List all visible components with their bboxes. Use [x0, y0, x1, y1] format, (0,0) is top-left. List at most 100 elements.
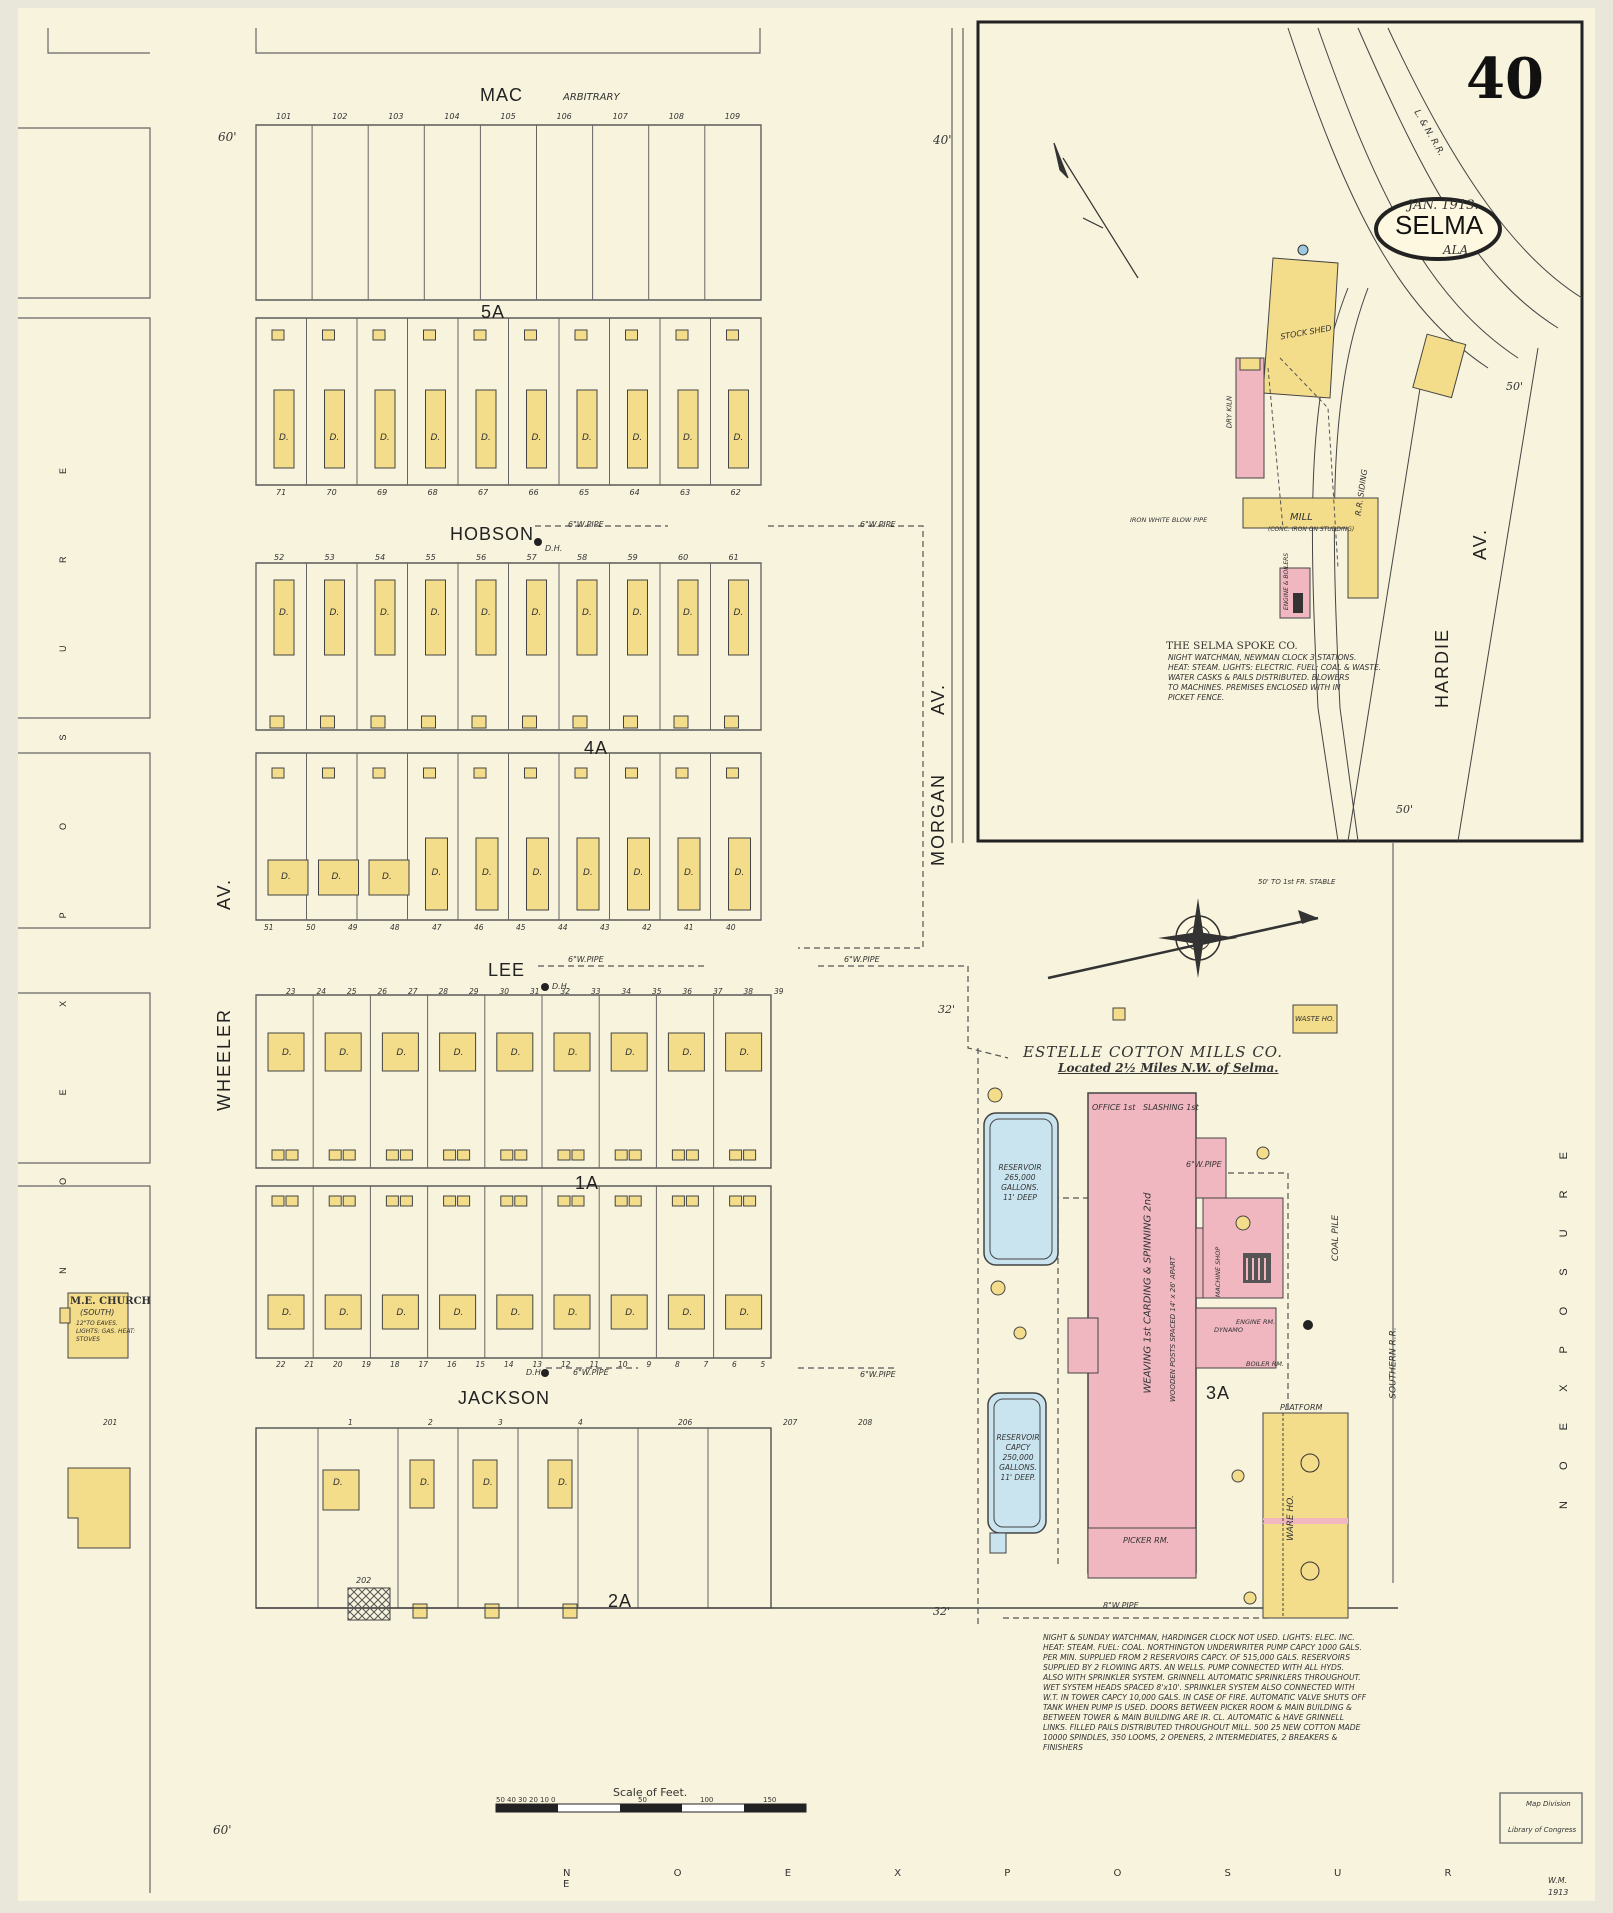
lot-number: 3 — [498, 1418, 503, 1427]
lot-number: 63 — [680, 488, 691, 497]
outbuilding — [484, 1603, 500, 1619]
corner-mark-1: W.M. — [1548, 1876, 1568, 1885]
dwelling — [374, 579, 396, 656]
pipe-hobson-right: 6"W.PIPE — [860, 520, 896, 529]
lot-number: 29 — [469, 987, 479, 996]
lot-number: 24 — [316, 987, 327, 996]
lot-number: 54 — [375, 553, 386, 562]
lot-number: 16 — [447, 1360, 457, 1369]
engine-label: ENGINE & BOILERS — [1283, 552, 1291, 611]
dwelling-label: D. — [632, 608, 643, 618]
outbuilding — [726, 329, 739, 341]
dwelling — [439, 1032, 477, 1072]
dwelling-label: D. — [683, 433, 693, 443]
dwelling — [409, 1459, 435, 1509]
outbuilding — [524, 329, 537, 341]
lot-number: 12 — [561, 1360, 571, 1369]
outbuilding — [423, 329, 436, 341]
outbuilding — [628, 1195, 642, 1207]
estelle-note-line: FINISHERS — [1043, 1743, 1083, 1752]
estelle-note-line: SUPPLIED BY 2 FLOWING ARTS. AN WELLS. PU… — [1043, 1663, 1345, 1672]
lot-number: 52 — [274, 553, 285, 562]
lot-number: 69 — [377, 488, 388, 497]
outbuilding — [557, 1149, 571, 1161]
lot-number: 59 — [627, 553, 638, 562]
lot-number: 105 — [500, 112, 516, 121]
outbuilding — [471, 715, 487, 729]
outbuilding — [399, 1149, 413, 1161]
lot-number: 1 — [348, 1418, 353, 1427]
lot-number: 104 — [444, 112, 460, 121]
lot-number: 57 — [526, 553, 537, 562]
scale-tick-label: 0 — [551, 1796, 556, 1804]
dim-40: 40' — [933, 133, 952, 147]
spoke-note-line: TO MACHINES. PREMISES ENCLOSED WITH IN — [1168, 683, 1341, 692]
dwelling-label: D. — [481, 608, 491, 618]
dwelling-label: D. — [333, 1478, 343, 1488]
dim-32-b: 32' — [933, 1605, 951, 1618]
reservoir1-text: RESERVOIR 265,000 GALLONS. 11' DEEP — [990, 1163, 1050, 1203]
dwelling — [425, 837, 448, 911]
dwelling — [267, 1294, 305, 1330]
dim-50-hardie-b: 50' — [1396, 803, 1414, 816]
lot-number: 25 — [347, 987, 357, 996]
lot-202: 202 — [356, 1576, 372, 1585]
outbuilding — [372, 767, 386, 779]
dwelling — [267, 859, 309, 896]
spoke-note-line: PICKET FENCE. — [1168, 693, 1225, 702]
outbuilding — [628, 1149, 642, 1161]
dwelling — [273, 389, 295, 469]
dwelling-label: D. — [558, 1478, 568, 1488]
dwelling-label: D. — [568, 1048, 578, 1058]
outbuilding — [385, 1149, 399, 1161]
estelle-note-line: TANK WHEN PUMP IS USED. DOORS BETWEEN PI… — [1043, 1703, 1352, 1712]
lot-number: 207 — [783, 1418, 798, 1427]
block-2a: 2A — [608, 1591, 633, 1611]
dwelling-label: D. — [583, 868, 593, 878]
outbuilding — [342, 1195, 356, 1207]
dwelling-label: D. — [281, 872, 291, 882]
outbuilding — [614, 1149, 628, 1161]
dwelling-label: D. — [684, 868, 694, 878]
dwelling-label: D. — [510, 1048, 521, 1058]
lot-number: 53 — [324, 553, 335, 562]
lot-number: 6 — [732, 1360, 737, 1369]
dwelling — [576, 837, 600, 911]
street-hardie: HARDIE — [1432, 628, 1452, 709]
dwelling-label: D. — [482, 868, 492, 878]
lot-number: 67 — [478, 488, 489, 497]
dwelling-label: D. — [279, 433, 289, 443]
outbuilding — [271, 329, 285, 341]
lot-number: 65 — [579, 488, 590, 497]
outbuilding — [675, 329, 689, 341]
lot-number: 39 — [774, 987, 784, 996]
dwelling — [610, 1294, 648, 1330]
lot-number: 35 — [652, 987, 662, 996]
dwelling-label: D. — [733, 433, 744, 443]
dwelling — [667, 1032, 705, 1072]
outbuilding — [285, 1195, 299, 1207]
dwelling — [627, 389, 648, 469]
map-sheet: 40 JAN. 1913. SELMA ALA. MAC ARBITRARY H… — [18, 8, 1595, 1901]
outbuilding — [322, 767, 335, 779]
pipe-lee-right: 6"W.PIPE — [844, 955, 880, 964]
dwelling-label: D. — [739, 1048, 750, 1058]
dry-kiln-label: DRY KILN — [1225, 395, 1234, 429]
dwelling-label: D. — [625, 1048, 635, 1058]
lot-number: 61 — [728, 553, 739, 562]
dh-hobson: D.H. — [545, 544, 563, 553]
dwelling — [324, 579, 345, 656]
church-name: M.E. CHURCH — [70, 1296, 151, 1307]
outbuilding — [322, 329, 335, 341]
lot-number: 49 — [348, 923, 358, 932]
lot-number: 13 — [532, 1360, 543, 1369]
dwelling-label: D. — [396, 1308, 407, 1318]
outbuilding — [421, 715, 436, 729]
title-state: ALA. — [1443, 243, 1473, 257]
dwelling — [439, 1294, 477, 1330]
lot-number: 31 — [530, 987, 540, 996]
lot-number: 58 — [577, 553, 588, 562]
dwelling — [496, 1294, 534, 1330]
lot-number: 2 — [428, 1418, 433, 1427]
outbuilding — [342, 1149, 356, 1161]
